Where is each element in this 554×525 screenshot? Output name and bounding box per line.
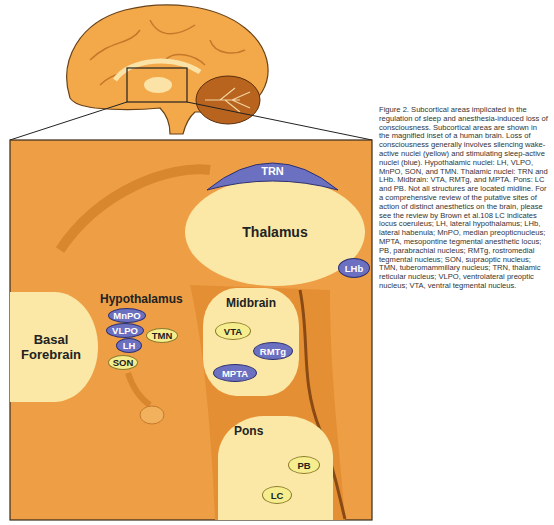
region-name: Midbrain [203,288,299,310]
pituitary-stalk [128,373,150,405]
region-label: Hypothalamus [100,292,183,306]
nucleus-oval: LHb [338,258,370,278]
figure-caption: Figure 2. Subcortical areas implicated i… [379,106,549,291]
nucleus-name: MnPO [113,310,140,321]
brain-region: PonsPB LC [218,416,333,520]
inset-marker [127,68,187,102]
pituitary [140,406,164,424]
nucleus-name: VTA [224,326,242,337]
inset-frame [10,140,372,520]
brain-region: Basal Forebrain [10,292,98,402]
nucleus-name: LH [123,340,136,351]
nucleus-oval: TMN [146,328,178,343]
thalamus-small [144,77,172,93]
region-name: Pons [218,416,333,438]
nucleus-name: SON [113,357,134,368]
nucleus-oval: SON [108,355,138,370]
nucleus-oval: VLPO [106,323,144,338]
nucleus-name: RMTg [260,346,286,357]
nucleus-oval: LC [262,486,292,504]
nucleus-name: TMN [152,330,173,341]
nucleus-oval: MnPO [108,308,146,323]
nucleus-name: LHb [345,263,363,274]
nucleus-oval: LH [116,338,142,353]
nucleus-oval: VTA [215,322,251,340]
nucleus-name: PB [297,460,310,471]
brainstem [190,285,345,520]
nucleus-oval: RMTg [253,342,293,360]
brain-outline [67,5,268,134]
cerebellum [196,76,260,124]
nucleus-oval: PB [288,456,320,474]
region-name: Thalamus [242,224,307,240]
zoom-line [10,102,127,140]
region-name: Basal Forebrain [16,332,86,362]
nucleus-name: VLPO [112,325,138,336]
brain-region: MidbrainVTA RMTgMPTA [203,288,299,396]
nucleus-crescent: TRN [205,156,340,192]
nucleus-oval: MPTA [213,364,257,382]
brain-sulci [90,20,245,85]
zoom-line [187,102,372,140]
cerebellum-branches [205,88,250,112]
nucleus-name: LC [271,490,284,501]
nucleus-name: TRN [205,156,340,178]
nucleus-name: MPTA [222,368,248,379]
